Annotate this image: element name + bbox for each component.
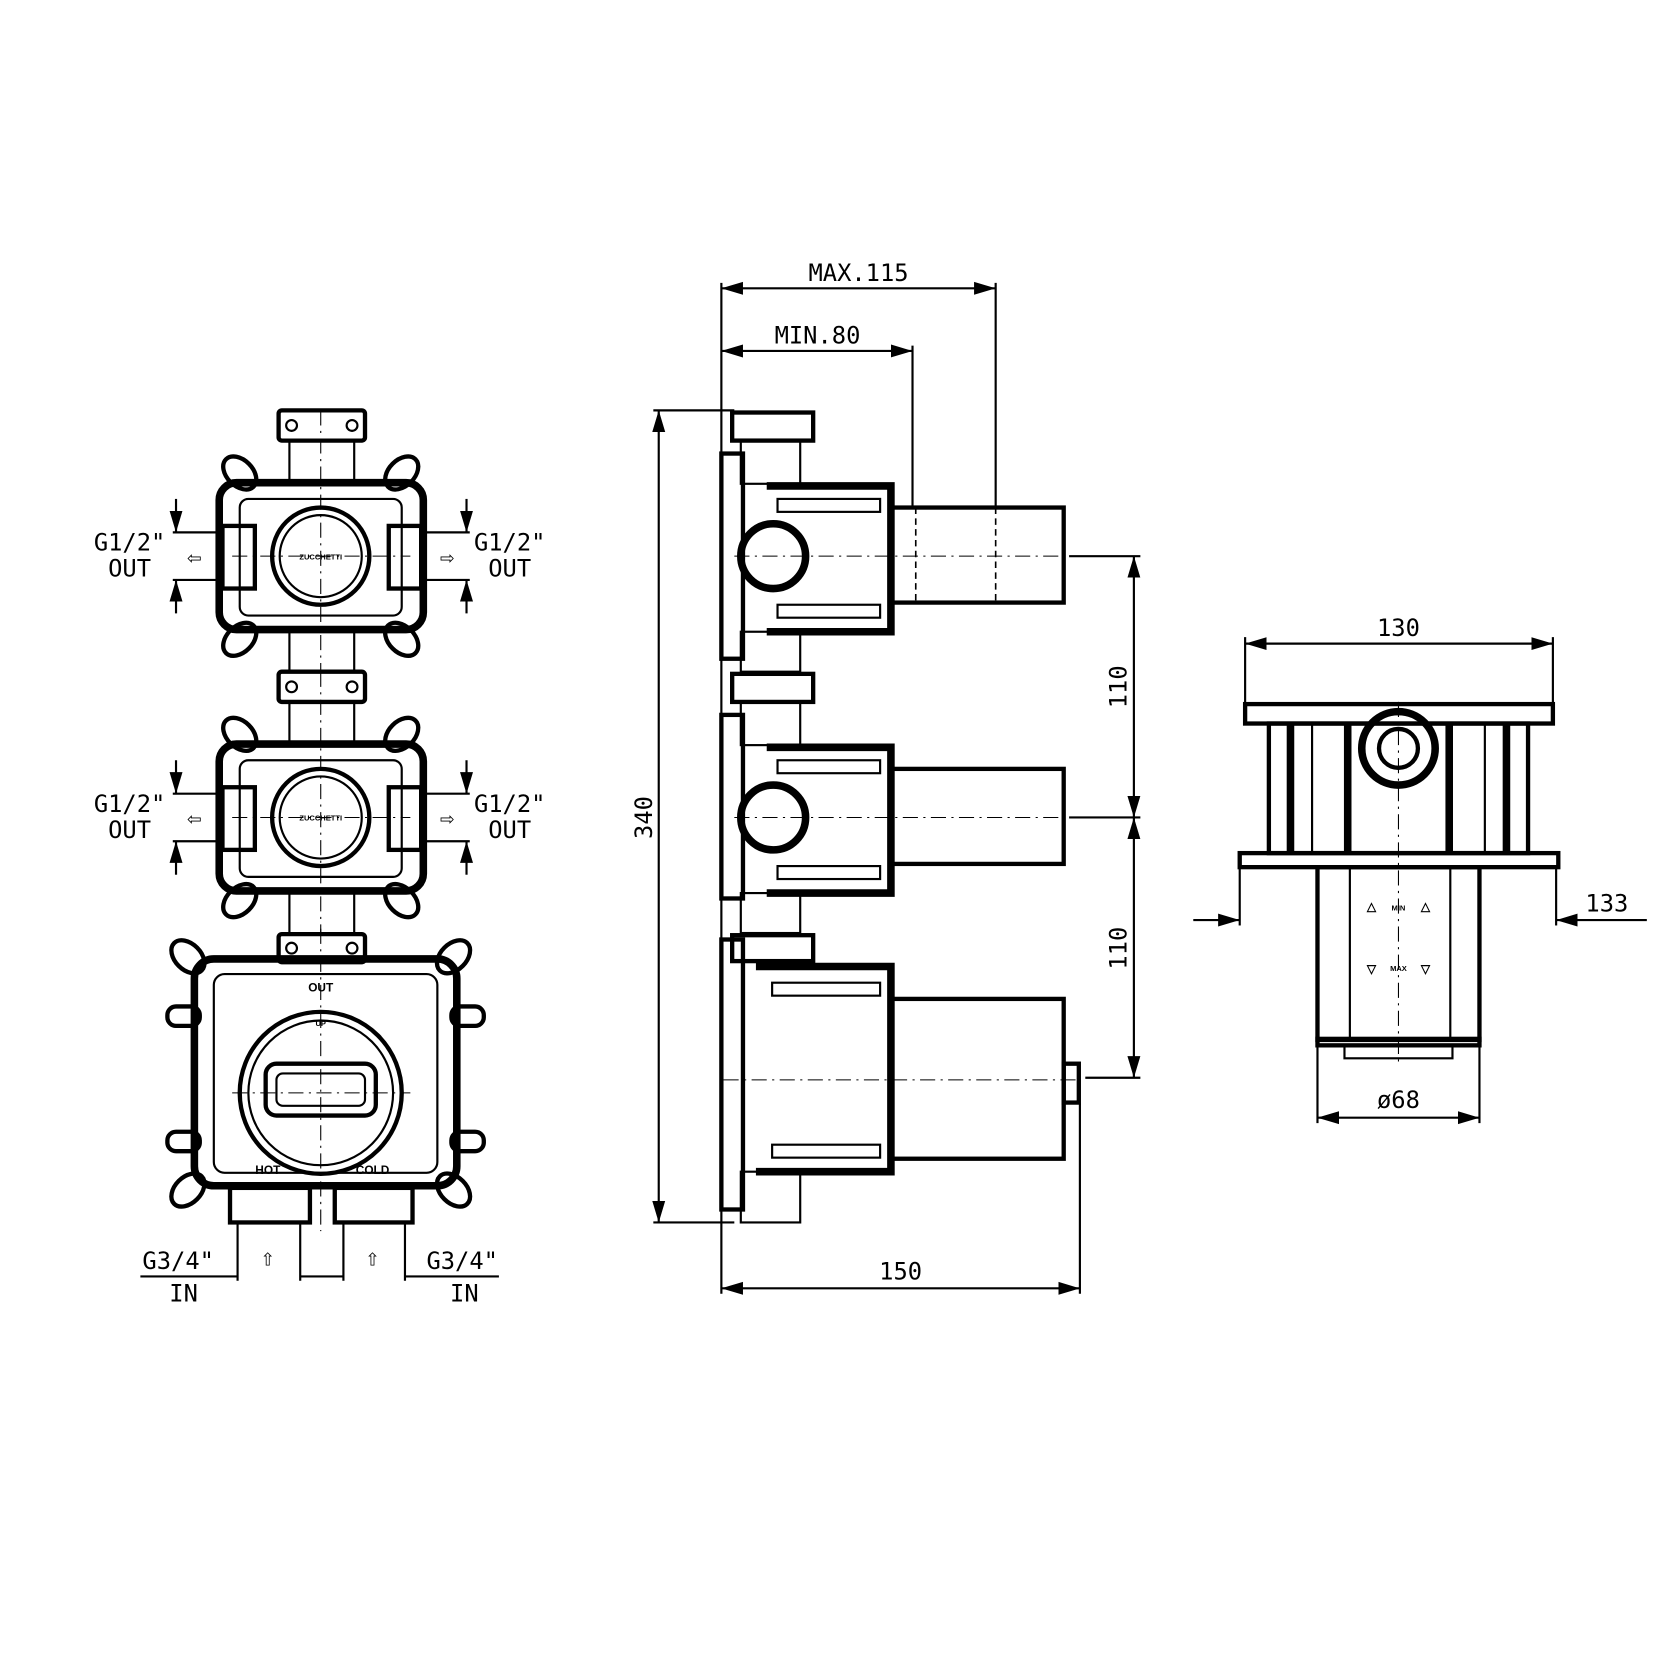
arrow-up-icon: ⇧	[261, 1244, 275, 1272]
arrow-up-icon: ⇧	[365, 1244, 379, 1272]
brand-mark: ZUCCHETTI	[299, 552, 342, 561]
diameter-dimension: ø68	[1377, 1086, 1420, 1114]
flange-width-dimension: 133	[1585, 889, 1628, 917]
up-label: UP	[315, 1019, 325, 1028]
outlet-sub: OUT	[108, 555, 151, 583]
side-view: MAX.115 MIN.80 340 110 110 150	[630, 259, 1141, 1295]
arrow-left-icon: ⇦	[187, 543, 201, 571]
arrow-right-icon: ⇨	[440, 804, 455, 832]
spacing-upper-dimension: 110	[1104, 665, 1132, 708]
inlet-label-hot: G3/4"	[142, 1247, 214, 1275]
brand-mark: ZUCCHETTI	[299, 814, 342, 823]
arrow-right-icon: ⇨	[440, 543, 455, 571]
total-depth-dimension: 150	[879, 1258, 922, 1286]
triangle-up-icon: △	[1366, 899, 1377, 913]
outlet-label: G1/2"	[94, 529, 166, 557]
max-depth-dimension: MAX.115	[808, 259, 908, 287]
top-view: 130 MIN △ △ MAX ▽ ▽ 133 ø68	[1193, 614, 1647, 1125]
outlet-unit-2: ZUCCHETTI ⇦ ⇨ G1/2" OUT G1/2" OUT	[94, 672, 546, 933]
hot-label: HOT	[255, 1163, 281, 1177]
spacing-lower-dimension: 110	[1104, 927, 1132, 970]
width-dimension: 130	[1377, 614, 1420, 642]
min-mark: MIN	[1392, 903, 1406, 912]
total-height-dimension: 340	[630, 796, 658, 839]
inlet-sub-hot: IN	[169, 1279, 198, 1307]
inlet-label-cold: G3/4"	[426, 1247, 498, 1275]
outlet-sub: OUT	[488, 816, 531, 844]
outlet-label: G1/2"	[474, 529, 546, 557]
triangle-down-icon: ▽	[1420, 962, 1431, 976]
outlet-sub: OUT	[488, 555, 531, 583]
out-label: OUT	[308, 980, 334, 994]
triangle-up-icon: △	[1420, 899, 1431, 913]
inlet-sub-cold: IN	[450, 1279, 479, 1307]
arrow-left-icon: ⇦	[187, 804, 201, 832]
outlet-unit-1: ZUCCHETTI ⇦ ⇨ G1/2" OUT G1/2" OUT	[94, 410, 546, 671]
triangle-down-icon: ▽	[1366, 962, 1377, 976]
outlet-label: G1/2"	[474, 790, 546, 818]
mixer-unit: OUT UP HOT COLD ⇧ ⇧ G3/4" IN G3/4" IN	[140, 928, 499, 1307]
outlet-sub: OUT	[108, 816, 151, 844]
max-mark: MAX	[1390, 964, 1407, 973]
cold-label: COLD	[356, 1163, 390, 1177]
min-depth-dimension: MIN.80	[775, 321, 861, 349]
outlet-label: G1/2"	[94, 790, 166, 818]
